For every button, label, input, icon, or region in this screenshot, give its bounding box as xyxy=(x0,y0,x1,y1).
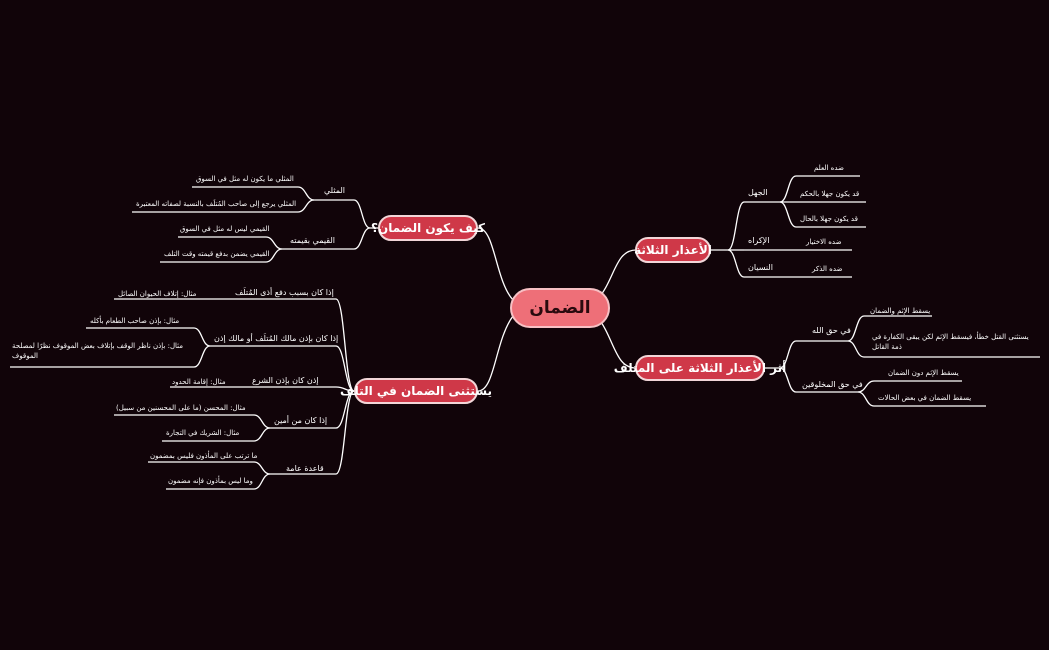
topic-qimi[interactable]: القيمي بقيمته xyxy=(290,236,335,245)
topic-repel-harm[interactable]: إذا كان بسبب دفع أذى المُتلَف xyxy=(235,288,334,297)
leaf-qimi-2[interactable]: القيمي يضمن بدفع قيمته وقت التلف xyxy=(164,250,270,258)
leaf-trustee-1[interactable]: مثال: المحسن (ما على المحسنين من سبيل) xyxy=(116,404,246,412)
leaf-allah-1[interactable]: يسقط الإثم والضمان xyxy=(870,307,931,315)
leaf-qimi-1[interactable]: القيمي ليس له مثل في السوق xyxy=(180,225,270,233)
leaf-ignorance-3[interactable]: قد يكون جهلا بالحال xyxy=(800,215,858,223)
leaf-rule-1[interactable]: ما ترتب على المأذون فليس بمضمون xyxy=(150,452,258,460)
topic-right-of-creatures[interactable]: في حق المخلوقين xyxy=(802,380,863,389)
leaf-mithli-1[interactable]: المثلي ما يكون له مثل في السوق xyxy=(196,175,294,183)
leaf-trustee-2[interactable]: مثال: الشريك في التجارة xyxy=(166,429,240,437)
topic-owner-permission[interactable]: إذا كان بإذن مالك المُتلَف أو مالك إذن xyxy=(214,334,339,343)
topic-ignorance[interactable]: الجهل xyxy=(748,188,768,197)
topic-general-rule[interactable]: قاعدة عامة xyxy=(286,464,324,473)
leaf-creatures-1[interactable]: يسقط الإثم دون الضمان xyxy=(888,369,959,377)
leaf-forgetting[interactable]: ضده الذكر xyxy=(812,265,843,273)
leaf-harm-1[interactable]: مثال: إتلاف الحيوان الصائل xyxy=(118,290,197,298)
topic-right-of-allah[interactable]: في حق الله xyxy=(812,326,851,335)
topic-mithli[interactable]: المثلي xyxy=(324,186,346,195)
leaf-ignorance-1[interactable]: ضده العلم xyxy=(814,164,844,172)
branch-exceptions[interactable]: يستثنى الضمان في التلف xyxy=(340,378,492,404)
branch-effect-on-destroyer[interactable]: أثر الأعذار الثلاثة على المتلف xyxy=(614,355,786,381)
branch-how-guarantee[interactable]: كيف يكون الضمان؟ xyxy=(371,215,485,241)
branch-three-excuses[interactable]: الأعذار الثلاثة xyxy=(634,237,712,263)
leaf-owner-1[interactable]: مثال: بإذن صاحب الطعام بأكله xyxy=(90,317,180,325)
leaf-coercion[interactable]: ضده الاختيار xyxy=(806,238,842,246)
leaf-creatures-2[interactable]: يسقط الضمان في بعض الحالات xyxy=(878,394,972,402)
leaf-mithli-2[interactable]: المثلي يرجع إلى صاحب المُتلَف بالنسبة لص… xyxy=(136,200,297,208)
leaf-sharia-1[interactable]: مثال: إقامة الحدود xyxy=(172,378,226,386)
root-node[interactable]: الضمان xyxy=(510,288,610,328)
leaf-allah-2[interactable]: يستثنى القتل خطأ، فيسقط الإثم لكن يبقى ا… xyxy=(872,333,1029,351)
topic-sharia-permission[interactable]: إذن كان بإذن الشرع xyxy=(252,376,319,385)
topic-coercion[interactable]: الإكراه xyxy=(748,236,770,245)
leaf-ignorance-2[interactable]: قد يكون جهلا بالحكم xyxy=(800,190,860,198)
topic-trustee[interactable]: إذا كان من أمين xyxy=(274,416,328,425)
leaf-owner-2[interactable]: مثال: بإذن ناظر الوقف بإتلاف بعض الموقوف… xyxy=(12,342,184,360)
leaf-rule-2[interactable]: وما ليس بمأذون فإنه مضمون xyxy=(168,477,253,485)
topic-forgetting[interactable]: النسيان xyxy=(748,263,773,272)
